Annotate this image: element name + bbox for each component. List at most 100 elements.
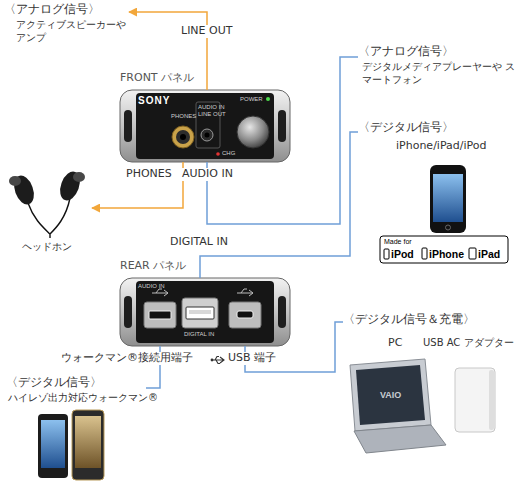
- signal-label: DIGITAL IN: [170, 236, 228, 249]
- node-heading: 〈デジタル信号〉: [6, 375, 146, 390]
- node-heading: 〈アナログ信号〉: [358, 44, 516, 59]
- node-text: デジタルメディアプレーヤーや スマートフォン: [362, 61, 516, 86]
- panel-marking: AUDIO IN: [198, 104, 225, 111]
- walkman-screen: [41, 420, 65, 468]
- usb-mark: [237, 289, 253, 296]
- panel-marking: AUDIO IN: [138, 283, 165, 290]
- bracket-slot: [278, 110, 286, 142]
- signal-label: USB 端子: [227, 352, 277, 365]
- node-text: アクティブスピーカーや アンプ: [16, 19, 129, 44]
- usb-a-port: [186, 307, 214, 319]
- bracket-slot: [278, 296, 286, 328]
- signal-connector: [207, 57, 358, 224]
- badge-text: iPod: [391, 248, 414, 260]
- earbud-tip: [9, 176, 21, 186]
- made-for-badge: [380, 236, 508, 263]
- chg-led: [216, 152, 220, 156]
- usb-trident: [212, 357, 224, 364]
- output-device: 〈アナログ信号〉アクティブスピーカーや アンプ: [4, 2, 129, 48]
- source-device: 〈デジタル信号＆充電〉 PC USB AC アダプター: [343, 312, 515, 482]
- panel-frame: [120, 278, 290, 346]
- badge-text: iPad: [478, 248, 500, 260]
- node-heading: 〈アナログ信号〉: [4, 2, 129, 17]
- laptop-screen: [356, 365, 425, 425]
- headphones-illustration: [9, 169, 85, 238]
- node-heading: 〈デジタル信号＆充電〉: [343, 312, 515, 327]
- panel-marking: LINE OUT: [198, 111, 226, 118]
- iphone-illustration: [430, 165, 466, 233]
- panel-body: [136, 281, 274, 343]
- laptop-illustration: [350, 359, 446, 453]
- usb-a-tongue: [189, 310, 211, 314]
- power-led: [266, 97, 270, 101]
- earbud-tip: [73, 172, 85, 182]
- node-heading: 〈デジタル信号〉: [358, 120, 516, 135]
- node-text: ハイレゾ出力対応ウォークマン®: [8, 392, 146, 405]
- usb-mark: [152, 289, 168, 296]
- volume-knob: [237, 116, 269, 148]
- phones-jack: [172, 126, 194, 148]
- laptop-base: [354, 425, 446, 453]
- signal-connector: [92, 162, 183, 208]
- walkman-illustration: [38, 410, 104, 480]
- rear-panel-illustration: [120, 278, 290, 346]
- line-jack: [201, 129, 213, 141]
- panel-marking: CHG: [222, 150, 235, 157]
- source-device: 〈デジタル信号〉ハイレゾ出力対応ウォークマン®: [6, 375, 146, 490]
- node-heading: FRONT パネル: [120, 71, 194, 85]
- panel-marking: POWER: [240, 96, 263, 103]
- panel-body: [136, 93, 274, 159]
- phones-jack-hole: [180, 134, 186, 140]
- walkman-screen: [75, 416, 101, 468]
- node-heading: REAR パネル: [120, 259, 186, 273]
- badge-text: iPhone: [429, 248, 464, 260]
- source-device: 〈デジタル信号〉 iPhone/iPad/iPod: [358, 120, 516, 268]
- laptop-lid: [350, 359, 431, 431]
- adapter-body: [455, 368, 495, 432]
- ipad-icon: [469, 248, 476, 259]
- walkman-port: [149, 311, 171, 319]
- source-device: 〈アナログ信号〉デジタルメディアプレーヤーや スマートフォン: [358, 44, 516, 94]
- usb-symbol: [211, 357, 224, 364]
- badge-frame: [380, 236, 508, 263]
- node-text: iPhone/iPad/iPod: [396, 139, 516, 153]
- micro-usb-port: [237, 311, 253, 318]
- signal-label: AUDIO IN: [181, 168, 234, 181]
- phone-screen: [433, 174, 463, 222]
- node-heading: ヘッドホン: [22, 241, 72, 254]
- headphone-cable: [28, 198, 70, 238]
- node-text: USB AC アダプター: [423, 337, 514, 350]
- signal-label: PHONES: [126, 168, 172, 181]
- signal-label: LINE OUT: [180, 25, 233, 38]
- signal-connector: [200, 132, 358, 278]
- bracket-slot: [124, 296, 132, 328]
- panel-marking: PHONES: [171, 113, 196, 120]
- phones-jack-inner: [176, 130, 190, 144]
- node-text: PC: [388, 336, 402, 350]
- bracket-slot: [124, 110, 132, 142]
- output-device: ヘッドホン: [8, 165, 92, 257]
- adapter-side: [489, 370, 494, 430]
- port-frame: [229, 302, 261, 328]
- signal-label: ウォークマン®接続用端子: [60, 352, 194, 365]
- phone-body: [430, 165, 466, 233]
- home-button: [446, 225, 451, 230]
- panel-frame: [120, 90, 290, 162]
- port-frame: [144, 302, 176, 328]
- ac-adapter-illustration: [455, 368, 495, 432]
- port-frame: [182, 298, 218, 328]
- brand-mark: VAIO: [380, 390, 401, 400]
- iphone-icon: [422, 248, 427, 259]
- walkman-body: [38, 414, 68, 478]
- front-panel-illustration: [120, 90, 290, 162]
- brand-mark: SONY: [138, 95, 170, 107]
- walkman-body: [72, 410, 104, 480]
- usb-dot: [211, 359, 214, 362]
- line-jack-hole: [205, 133, 210, 138]
- ipod-icon: [384, 249, 389, 259]
